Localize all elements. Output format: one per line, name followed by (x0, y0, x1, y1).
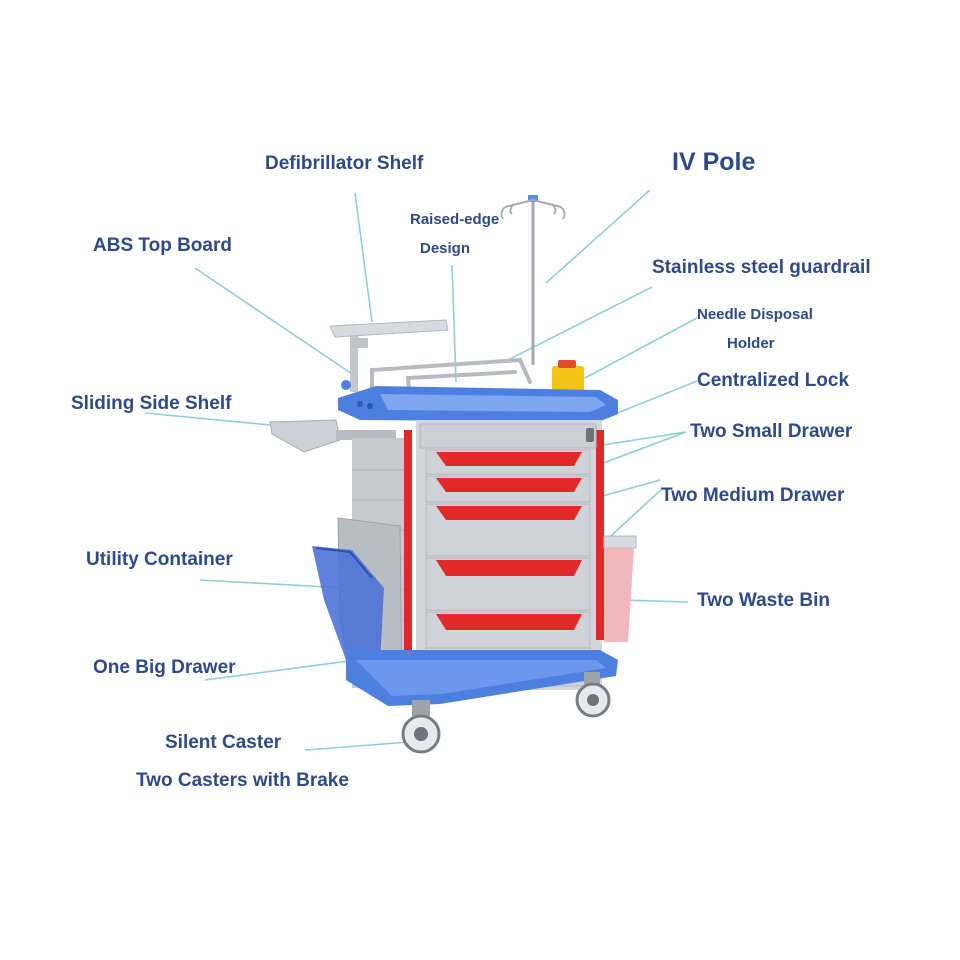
needle-disposal-holder (552, 360, 584, 394)
abs-top-board (338, 386, 618, 422)
leader-defib (354, 192, 373, 323)
label-needle-line1: Needle Disposal (697, 306, 813, 323)
label-defibrillator-shelf: Defibrillator Shelf (265, 153, 424, 174)
leader-caster (304, 741, 411, 751)
leader-small-b (589, 431, 687, 469)
defibrillator-shelf (329, 319, 449, 392)
medium-drawer-2 (425, 557, 591, 611)
label-sliding-side-shelf: Sliding Side Shelf (71, 393, 232, 414)
leader-small-a (595, 431, 687, 447)
label-raised-edge-line1: Raised-edge (410, 211, 500, 228)
label-guardrail: Stainless steel guardrail (652, 257, 871, 278)
leader-guardrail (507, 286, 653, 361)
leader-abs-top (194, 267, 359, 379)
label-two-casters-with-brake: Two Casters with Brake (136, 770, 349, 791)
small-drawer-1 (425, 449, 591, 475)
small-drawer-2 (425, 475, 591, 503)
leader-waste (621, 599, 689, 603)
label-two-small-drawer: Two Small Drawer (690, 421, 853, 442)
waste-bin (603, 535, 637, 642)
label-centralized-lock: Centralized Lock (697, 370, 850, 391)
label-raised-edge-line2: Design (420, 240, 471, 257)
iv-pole (500, 195, 566, 365)
label-two-medium-drawer: Two Medium Drawer (661, 485, 845, 506)
label-needle-line2: Holder (727, 335, 775, 352)
leader-needle (584, 317, 698, 379)
utility-container (312, 517, 403, 685)
label-one-big-drawer: One Big Drawer (93, 657, 236, 678)
label-two-waste-bin: Two Waste Bin (697, 590, 830, 611)
caster-back (575, 672, 611, 718)
caster-front (401, 700, 441, 754)
label-silent-caster: Silent Caster (165, 732, 282, 753)
leader-iv-pole (545, 189, 651, 284)
leader-lock (604, 380, 698, 419)
label-abs-top-board: ABS Top Board (93, 235, 232, 256)
trolley-base (346, 650, 618, 706)
casters (401, 672, 611, 754)
medium-drawer-1 (425, 503, 591, 557)
label-utility-container: Utility Container (86, 549, 233, 570)
label-iv-pole: IV Pole (672, 148, 756, 176)
